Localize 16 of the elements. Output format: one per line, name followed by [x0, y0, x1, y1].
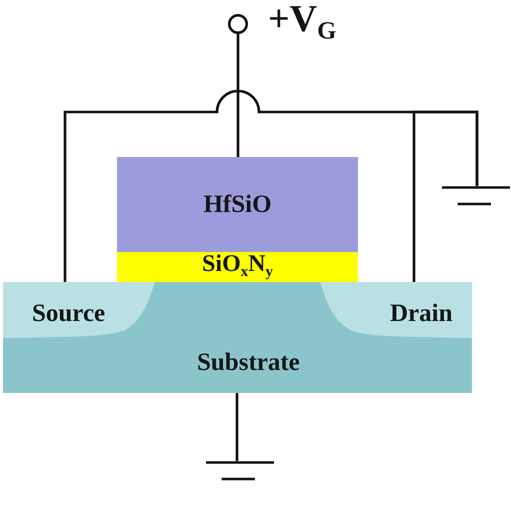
ground-symbol: [206, 461, 274, 481]
region-label: Drain: [390, 301, 452, 326]
substrate-region: [3, 282, 472, 393]
wire: [236, 393, 238, 461]
region-label: Substrate: [197, 350, 300, 375]
voltage-label: +V$_{G}$: [268, 0, 336, 46]
region-label: Source: [32, 301, 106, 326]
layer-label: HfSiO: [203, 192, 272, 217]
drain-region: [318, 282, 472, 339]
terminal-circle: [228, 14, 248, 34]
wire: [412, 110, 478, 282]
ground-symbol: [442, 186, 510, 206]
source-region: [3, 282, 158, 339]
gate-dielectric-layer: [117, 157, 358, 252]
interfacial-layer: [117, 252, 358, 282]
wire: [236, 34, 240, 157]
